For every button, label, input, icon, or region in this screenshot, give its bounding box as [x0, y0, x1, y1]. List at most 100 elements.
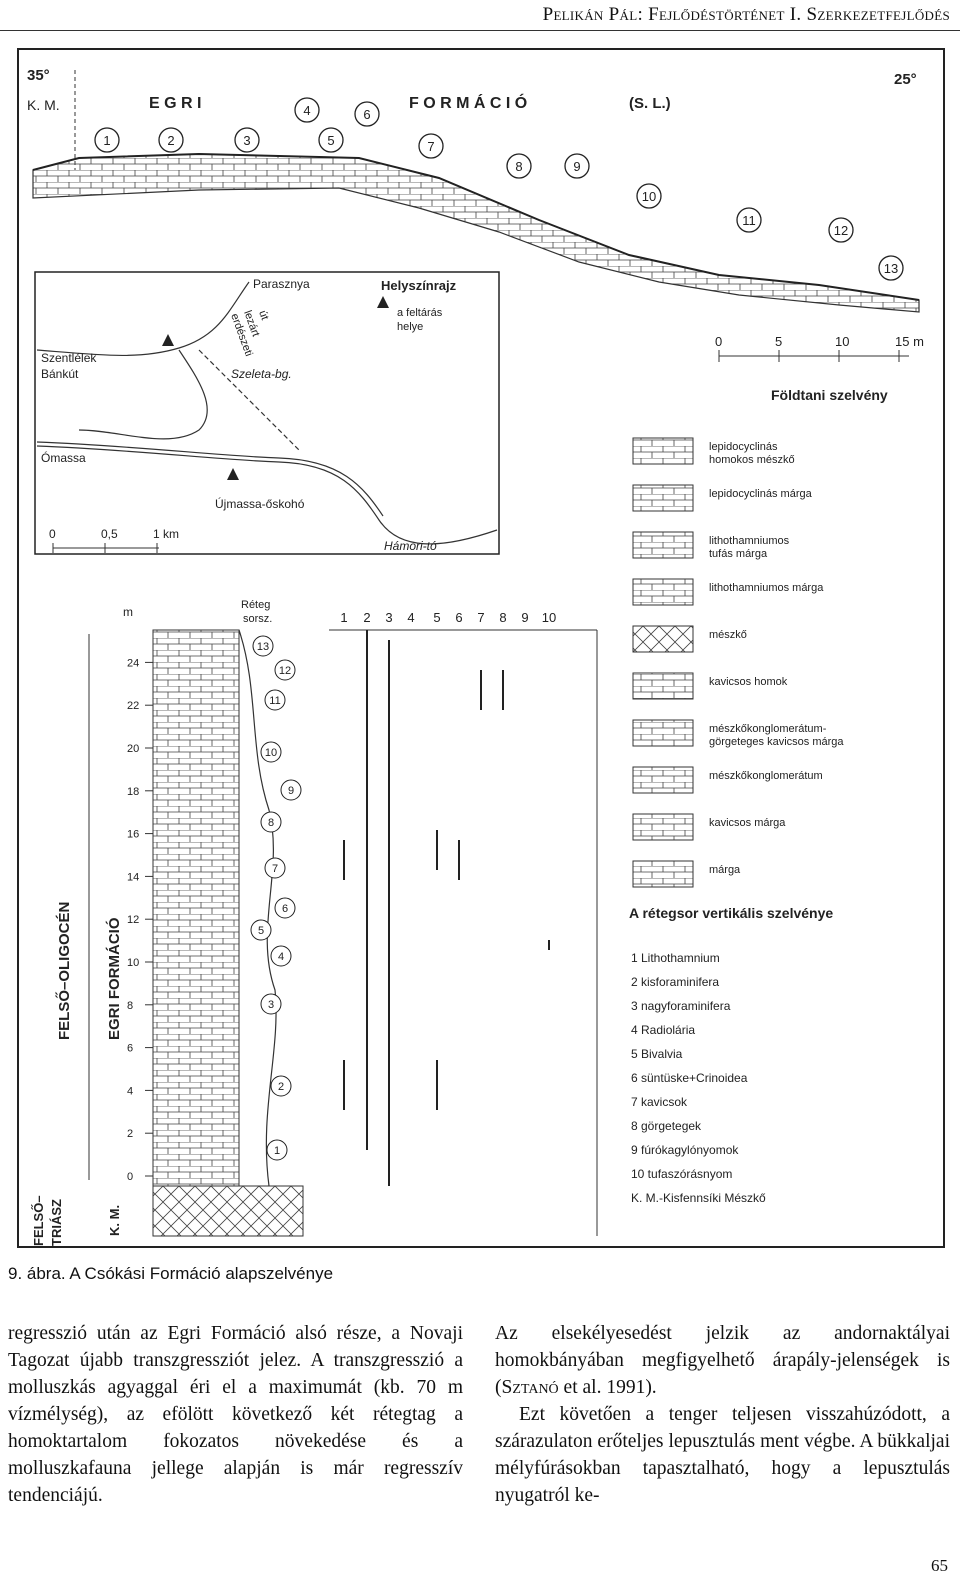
- paragraph-right-1: Az elsekélyesedést jelzik az andornaktál…: [495, 1320, 950, 1401]
- depth-tick-label: 6: [127, 1043, 133, 1055]
- profile-bed-5: 5: [319, 128, 343, 152]
- svg-text:2: 2: [167, 133, 174, 148]
- svg-text:m: m: [123, 605, 133, 619]
- depth-tick-label: 16: [127, 829, 139, 841]
- svg-text:3: 3: [243, 133, 250, 148]
- svg-text:4: 4: [303, 103, 310, 118]
- paragraph-right-2: Ezt követően a tenger teljesen visszahúz…: [495, 1401, 950, 1509]
- svg-text:FELSŐ–OLIGOCÉN: FELSŐ–OLIGOCÉN: [55, 902, 73, 1040]
- running-head: Pelikán Pál: Fejlődéstörténet I. Szerkez…: [543, 4, 950, 26]
- fossil-column-9: 9: [521, 610, 528, 625]
- svg-text:13: 13: [884, 261, 898, 276]
- legend-item: lepidocyclinás márga: [633, 485, 813, 511]
- body-column-right: Az elsekélyesedést jelzik az andornaktál…: [495, 1320, 950, 1509]
- left-dip: 35°: [27, 67, 50, 84]
- svg-text:2: 2: [278, 1081, 284, 1093]
- legend-item: mészkőkonglomerátum: [633, 767, 823, 793]
- legend-item: kavicsos homok: [633, 673, 788, 699]
- fossil-key-item: 8 görgetegek: [631, 1119, 702, 1133]
- basement-limestone: [153, 1186, 303, 1236]
- depth-tick-label: 8: [127, 1000, 133, 1012]
- fossil-key-item: K. M.-Kisfennsíki Mészkő: [631, 1191, 766, 1205]
- section-title: A rétegsor vertikális szelvénye: [629, 905, 833, 921]
- fossil-column-numbers: 12345678910: [340, 610, 556, 625]
- depth-tick-label: 12: [127, 914, 139, 926]
- depth-tick-label: 18: [127, 786, 139, 798]
- svg-text:homokos mészkő: homokos mészkő: [709, 454, 795, 466]
- svg-text:EGRI FORMÁCIÓ: EGRI FORMÁCIÓ: [105, 917, 123, 1040]
- svg-text:5: 5: [327, 133, 334, 148]
- fossil-column-10: 10: [542, 610, 556, 625]
- svg-text:11: 11: [269, 695, 280, 707]
- depth-tick-label: 2: [127, 1128, 133, 1140]
- section-bed-7: 7: [265, 858, 285, 878]
- svg-text:Réteg: Réteg: [241, 599, 270, 611]
- formation-suffix: (S. L.): [629, 95, 671, 112]
- section-bed-12: 12: [275, 660, 295, 680]
- figure-drawing: 35° K. M. E G R I F O R M Á C I Ó (S. L.…: [19, 50, 943, 1246]
- fossil-key-item: 9 fúrókagylónyomok: [631, 1143, 739, 1157]
- fossil-column-4: 4: [407, 610, 414, 625]
- depth-tick-label: 24: [127, 657, 139, 669]
- fossil-key-item: 6 süntüske+Crinoidea: [631, 1071, 748, 1085]
- svg-text:Hámori-tó: Hámori-tó: [384, 539, 437, 553]
- svg-text:lithothamniumos márga: lithothamniumos márga: [709, 582, 824, 594]
- fossil-key-item: 7 kavicsok: [631, 1095, 688, 1109]
- map-title: Helyszínrajz: [381, 278, 457, 293]
- fossil-column-8: 8: [499, 610, 506, 625]
- map-scale-label: 0,5: [101, 527, 118, 541]
- svg-text:7: 7: [427, 139, 434, 154]
- svg-text:5: 5: [258, 925, 264, 937]
- profile-title: Földtani szelvény: [771, 387, 888, 403]
- svg-text:tufás márga: tufás márga: [709, 548, 768, 560]
- legend-item: mészkő: [633, 626, 747, 652]
- svg-text:helye: helye: [397, 321, 423, 333]
- svg-text:lithothamniumos: lithothamniumos: [709, 535, 790, 547]
- body-column-left: regresszió után az Egri Formáció alsó ré…: [8, 1320, 463, 1509]
- svg-text:11: 11: [742, 213, 756, 228]
- section-bed-6: 6: [275, 898, 295, 918]
- fossil-key-item: 3 nagyforaminifera: [631, 999, 731, 1013]
- fossil-column-2: 2: [363, 610, 370, 625]
- svg-text:13: 13: [257, 641, 269, 653]
- svg-text:8: 8: [515, 159, 522, 174]
- svg-text:3: 3: [268, 999, 274, 1011]
- section-bed-5: 5: [251, 920, 271, 940]
- profile-scale-label: 0: [715, 334, 722, 349]
- fossil-column-7: 7: [477, 610, 484, 625]
- depth-tick-label: 22: [127, 700, 139, 712]
- svg-text:lepidocyclinás márga: lepidocyclinás márga: [709, 488, 813, 500]
- svg-text:8: 8: [268, 817, 274, 829]
- legend-item: mészkőkonglomerátum-görgeteges kavicsos …: [633, 720, 844, 748]
- svg-text:4: 4: [278, 951, 284, 963]
- svg-text:12: 12: [279, 665, 291, 677]
- profile-bed-7: 7: [419, 134, 443, 158]
- map-scale-label: 0: [49, 527, 56, 541]
- svg-text:kavicsos homok: kavicsos homok: [709, 676, 788, 688]
- svg-text:Szeleta-bg.: Szeleta-bg.: [231, 367, 292, 381]
- paragraph-left: regresszió után az Egri Formáció alsó ré…: [8, 1320, 463, 1509]
- profile-scale-label: 5: [775, 334, 782, 349]
- svg-text:9: 9: [573, 159, 580, 174]
- depth-axis: 024681012141618202224: [127, 657, 153, 1183]
- svg-text:10: 10: [265, 747, 277, 759]
- map-scale-label: 1 km: [153, 527, 179, 541]
- svg-text:mészkőkonglomerátum: mészkőkonglomerátum: [709, 770, 823, 782]
- profile-bed-6: 6: [355, 102, 379, 126]
- svg-text:K. M.: K. M.: [107, 1205, 122, 1236]
- profile-bed-12: 12: [829, 218, 853, 242]
- section-column: [153, 630, 239, 1186]
- svg-text:12: 12: [834, 223, 848, 238]
- svg-text:mészkőkonglomerátum-: mészkőkonglomerátum-: [709, 723, 827, 735]
- svg-text:görgeteges kavicsos márga: görgeteges kavicsos márga: [709, 736, 844, 748]
- right-dip: 25°: [894, 71, 917, 88]
- depth-tick-label: 14: [127, 871, 139, 883]
- formation-word2: F O R M Á C I Ó: [409, 93, 527, 112]
- left-unit: K. M.: [27, 97, 60, 113]
- profile-bed-1: 1: [95, 128, 119, 152]
- fossil-ranges: [344, 630, 549, 1186]
- fossil-key-item: 4 Radiolária: [631, 1023, 695, 1037]
